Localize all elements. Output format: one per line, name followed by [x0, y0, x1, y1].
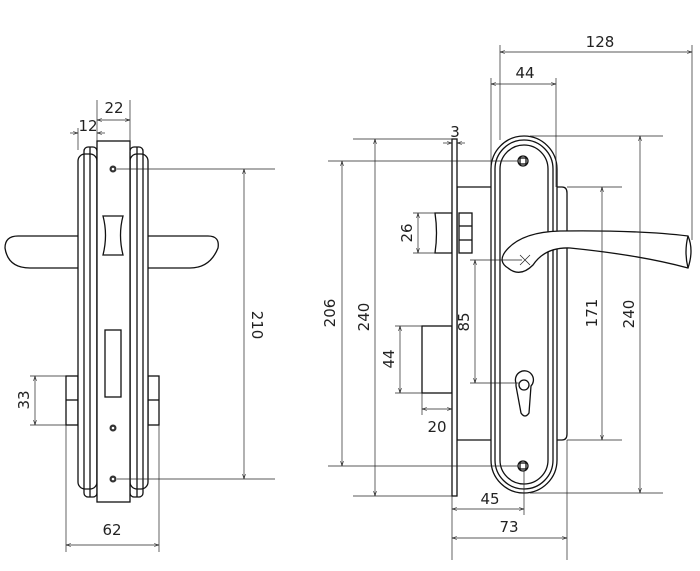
screw-icon [109, 165, 117, 173]
faceplate [451, 138, 458, 497]
escutcheon [490, 135, 558, 494]
dim-45: 45 [480, 490, 499, 508]
dim-206: 206 [321, 299, 339, 328]
dim-44-deadbolt: 44 [380, 349, 398, 368]
lever-handle [501, 230, 692, 273]
dim-210: 210 [248, 311, 266, 340]
dim-33: 33 [15, 390, 33, 409]
mortise-plate [96, 140, 131, 503]
side-view: 22 12 210 33 62 [4, 99, 275, 552]
dim-12: 12 [78, 117, 97, 135]
right-escutcheon [129, 153, 149, 490]
spindle-center-mark [519, 254, 531, 266]
dim-128: 128 [586, 33, 615, 51]
dim-171: 171 [583, 299, 601, 328]
dim-26: 26 [398, 223, 416, 242]
screw-icon [109, 424, 117, 432]
left-escutcheon [77, 153, 98, 490]
dim-73: 73 [499, 518, 518, 536]
left-handle [4, 235, 78, 269]
latch-slot [102, 215, 124, 256]
dim-85: 85 [455, 312, 473, 331]
deadbolt [421, 325, 453, 394]
dim-22: 22 [104, 99, 123, 117]
cylinder-keyhole [514, 370, 535, 417]
dim-240-left: 240 [355, 303, 373, 332]
dim-20: 20 [427, 418, 446, 436]
screw-icon [109, 475, 117, 483]
latch-bolt [434, 212, 453, 254]
right-handle [148, 235, 219, 269]
dim-62: 62 [102, 521, 121, 539]
dim-44-top: 44 [515, 64, 534, 82]
bolt-slot [104, 329, 122, 398]
dim-240-right: 240 [620, 300, 638, 329]
front-view: 128 44 3 206 240 26 44 20 85 171 240 45 [321, 33, 693, 560]
dim-3: 3 [450, 123, 460, 141]
